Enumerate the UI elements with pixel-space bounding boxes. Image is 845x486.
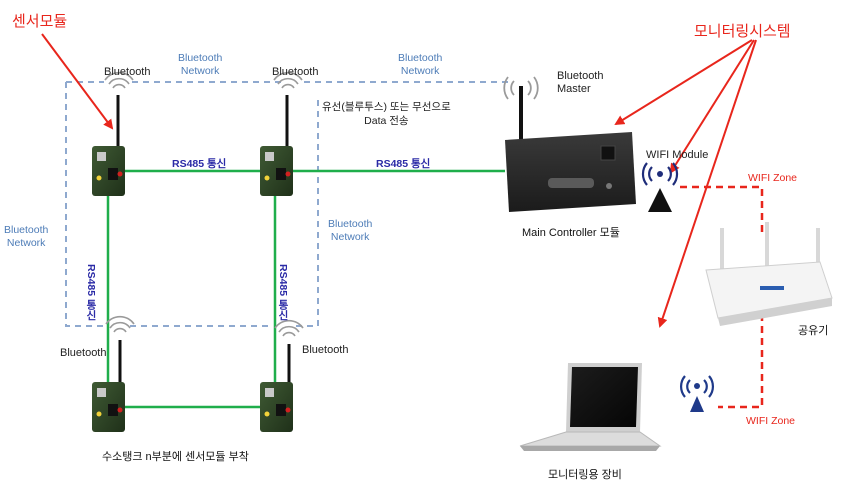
rs485-label: RS485 통신	[85, 264, 97, 321]
sensor-module-title: 센서모듈	[12, 13, 68, 30]
rs485-label: RS485 통신	[172, 158, 227, 170]
monitoring-system-title: 모니터링시스템	[694, 23, 791, 40]
wifi-signal-icon	[680, 375, 714, 412]
bluetooth-network-boundary	[65, 81, 508, 327]
laptop-device	[519, 363, 662, 451]
main-controller-device	[503, 76, 636, 212]
wifi-zone-label: WIFI Zone	[746, 415, 796, 427]
bluetooth-label: Bluetooth	[104, 66, 151, 78]
router-label: 공유기	[798, 325, 829, 337]
bluetooth-label: Bluetooth	[302, 344, 349, 356]
bluetooth-signal-icon	[274, 319, 304, 337]
bluetooth-network-label: Bluetooth Network	[328, 218, 373, 243]
rs485-label: RS485 통신	[376, 158, 431, 170]
wifi-module-label: WIFI Module	[646, 149, 709, 161]
bluetooth-label: Bluetooth	[60, 347, 107, 359]
data-transfer-note: 유선(블루투스) 또는 무선으로 Data 전송	[322, 101, 451, 127]
main-controller-label: Main Controller 모듈	[522, 227, 620, 239]
sensor-module-bottom-left	[92, 340, 125, 432]
bluetooth-label: Bluetooth	[272, 66, 319, 78]
sensor-module-top-right	[260, 95, 293, 196]
sensor-module-top-left	[92, 95, 125, 196]
bluetooth-signal-icon	[273, 71, 303, 89]
bluetooth-network-label: Bluetooth Network	[398, 52, 443, 77]
monitoring-device-label: 모니터링용 장비	[548, 469, 622, 481]
rs485-links	[106, 169, 505, 409]
bluetooth-signal-icon	[104, 71, 134, 89]
bluetooth-master-label: Bluetooth Master	[557, 70, 604, 95]
annotation-arrows	[41, 33, 757, 328]
rs485-label: RS485 통신	[277, 264, 289, 321]
sensor-module-bottom-right	[260, 344, 293, 432]
bluetooth-network-label: Bluetooth Network	[4, 224, 49, 249]
bluetooth-signal-icon	[105, 315, 135, 333]
wifi-zone-label: WIFI Zone	[748, 172, 798, 184]
wifi-module-icon	[641, 162, 679, 212]
attach-caption: 수소탱크 n부분에 센서모듈 부착	[102, 451, 249, 463]
router-device	[705, 222, 833, 326]
bluetooth-network-label: Bluetooth Network	[178, 52, 223, 77]
